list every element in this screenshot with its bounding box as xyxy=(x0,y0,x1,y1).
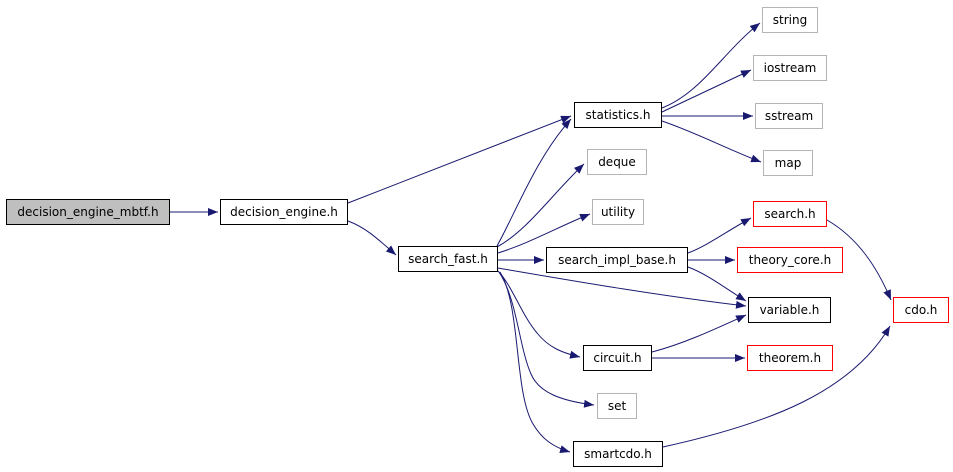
node-utility: utility xyxy=(592,199,644,225)
node-search-h[interactable]: search.h xyxy=(753,201,827,227)
edge-statistics-to-iostream xyxy=(661,69,752,113)
edge-search_fast-to-statistics xyxy=(496,118,572,247)
edge-search-to-cdo xyxy=(826,219,892,301)
edge-search_fast-to-variable xyxy=(497,267,747,309)
node-circuit-h[interactable]: circuit.h xyxy=(583,345,652,371)
edge-decision_engine-to-statistics xyxy=(347,115,572,204)
edge-search_impl_base-to-variable xyxy=(687,266,747,302)
node-search-fast-h[interactable]: search_fast.h xyxy=(398,246,498,272)
node-search-impl-base-h[interactable]: search_impl_base.h xyxy=(546,247,688,273)
node-set: set xyxy=(597,393,637,419)
node-string: string xyxy=(762,7,818,33)
edge-search_impl_base-to-search xyxy=(687,217,752,254)
edge-search_fast-to-deque xyxy=(496,163,585,248)
node-decision-engine-h[interactable]: decision_engine.h xyxy=(220,199,348,225)
edge-circuit-to-variable xyxy=(651,314,747,353)
node-sstream: sstream xyxy=(755,103,823,129)
edge-search_fast-to-set xyxy=(498,271,595,408)
edge-search_fast-to-smartcdo xyxy=(499,271,571,454)
node-decision-engine-mbtf-h: decision_engine_mbtf.h xyxy=(6,199,170,225)
edge-decision_engine-to-search_fast xyxy=(347,220,397,256)
node-map: map xyxy=(763,150,813,176)
node-statistics-h[interactable]: statistics.h xyxy=(574,102,662,128)
edge-search_fast-to-circuit xyxy=(497,270,581,359)
edge-statistics-to-string xyxy=(661,22,761,109)
edge-search_fast-to-utility xyxy=(497,213,591,254)
node-cdo-h[interactable]: cdo.h xyxy=(893,297,949,323)
edge-statistics-to-map xyxy=(661,120,762,163)
node-theory-core-h[interactable]: theory_core.h xyxy=(737,247,843,273)
node-deque: deque xyxy=(587,149,647,175)
edge-smartcdo-to-cdo xyxy=(662,325,891,448)
node-theorem-h[interactable]: theorem.h xyxy=(747,345,833,371)
node-smartcdo-h[interactable]: smartcdo.h xyxy=(573,441,663,467)
node-iostream: iostream xyxy=(753,55,827,81)
node-variable-h[interactable]: variable.h xyxy=(748,297,831,323)
